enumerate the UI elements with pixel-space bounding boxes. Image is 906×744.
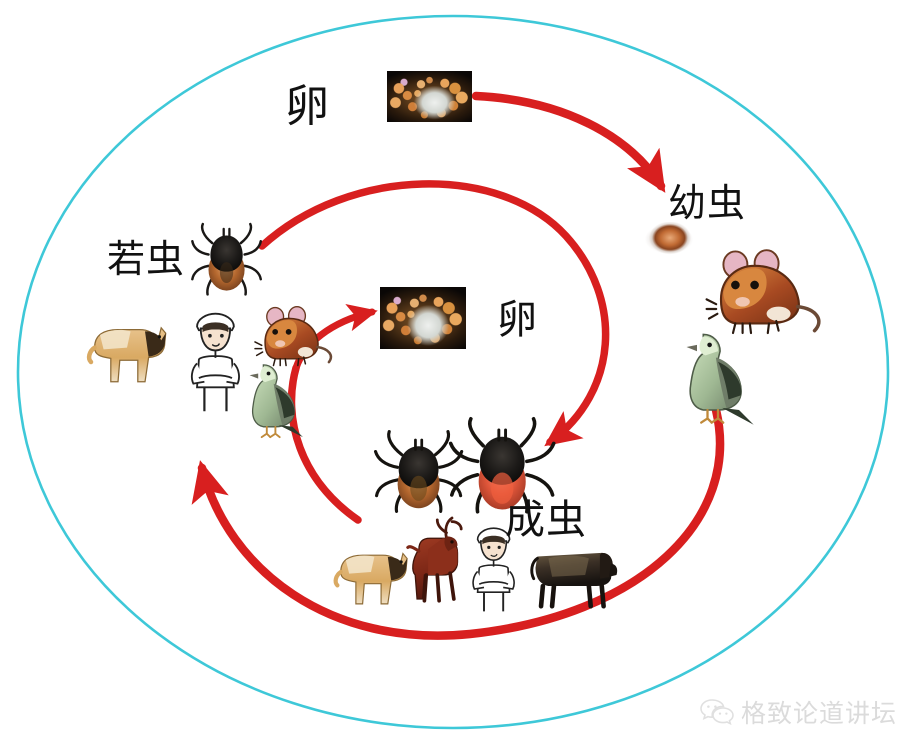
deer-illustration-adult — [406, 516, 463, 603]
adult-tick-right-illustration — [448, 417, 556, 514]
mouse-illustration-larva — [705, 249, 821, 335]
nymph-tick-illustration — [191, 222, 262, 296]
stage-label-nymph: 若虫 — [107, 237, 186, 281]
dog-illustration-nymph — [86, 326, 167, 383]
arrow-adult-to-egg-inner — [287, 364, 362, 524]
mouse-illustration-nymph — [254, 306, 333, 367]
person-illustration-adult — [472, 527, 515, 612]
cow-illustration-adult — [530, 552, 618, 609]
watermark-text: 格致论道讲坛 — [741, 699, 898, 728]
adult-tick-left-illustration — [373, 430, 464, 513]
arrow-nymph-to-adult-inner — [258, 180, 610, 447]
outer-circle — [16, 14, 890, 730]
stage-label-egg-outer: 卵 — [285, 81, 330, 132]
pigeon-illustration-larva — [686, 333, 754, 425]
arrow-adult-to-nymph-outer — [191, 405, 725, 640]
person-illustration-nymph — [190, 312, 240, 412]
wechat-icon — [700, 699, 734, 726]
egg-cluster-photo-outer — [387, 71, 472, 122]
stage-label-egg-inner: 卵 — [497, 297, 538, 343]
arrow-egg-to-larva — [471, 91, 666, 193]
stage-label-larva: 幼虫 — [668, 181, 747, 225]
tick-larva-photo — [645, 222, 693, 255]
watermark: 格致论道讲坛 — [700, 694, 897, 730]
dog-illustration-adult — [333, 552, 408, 605]
egg-cluster-photo-inner — [380, 287, 466, 349]
stage-label-adult: 成虫 — [505, 497, 587, 543]
